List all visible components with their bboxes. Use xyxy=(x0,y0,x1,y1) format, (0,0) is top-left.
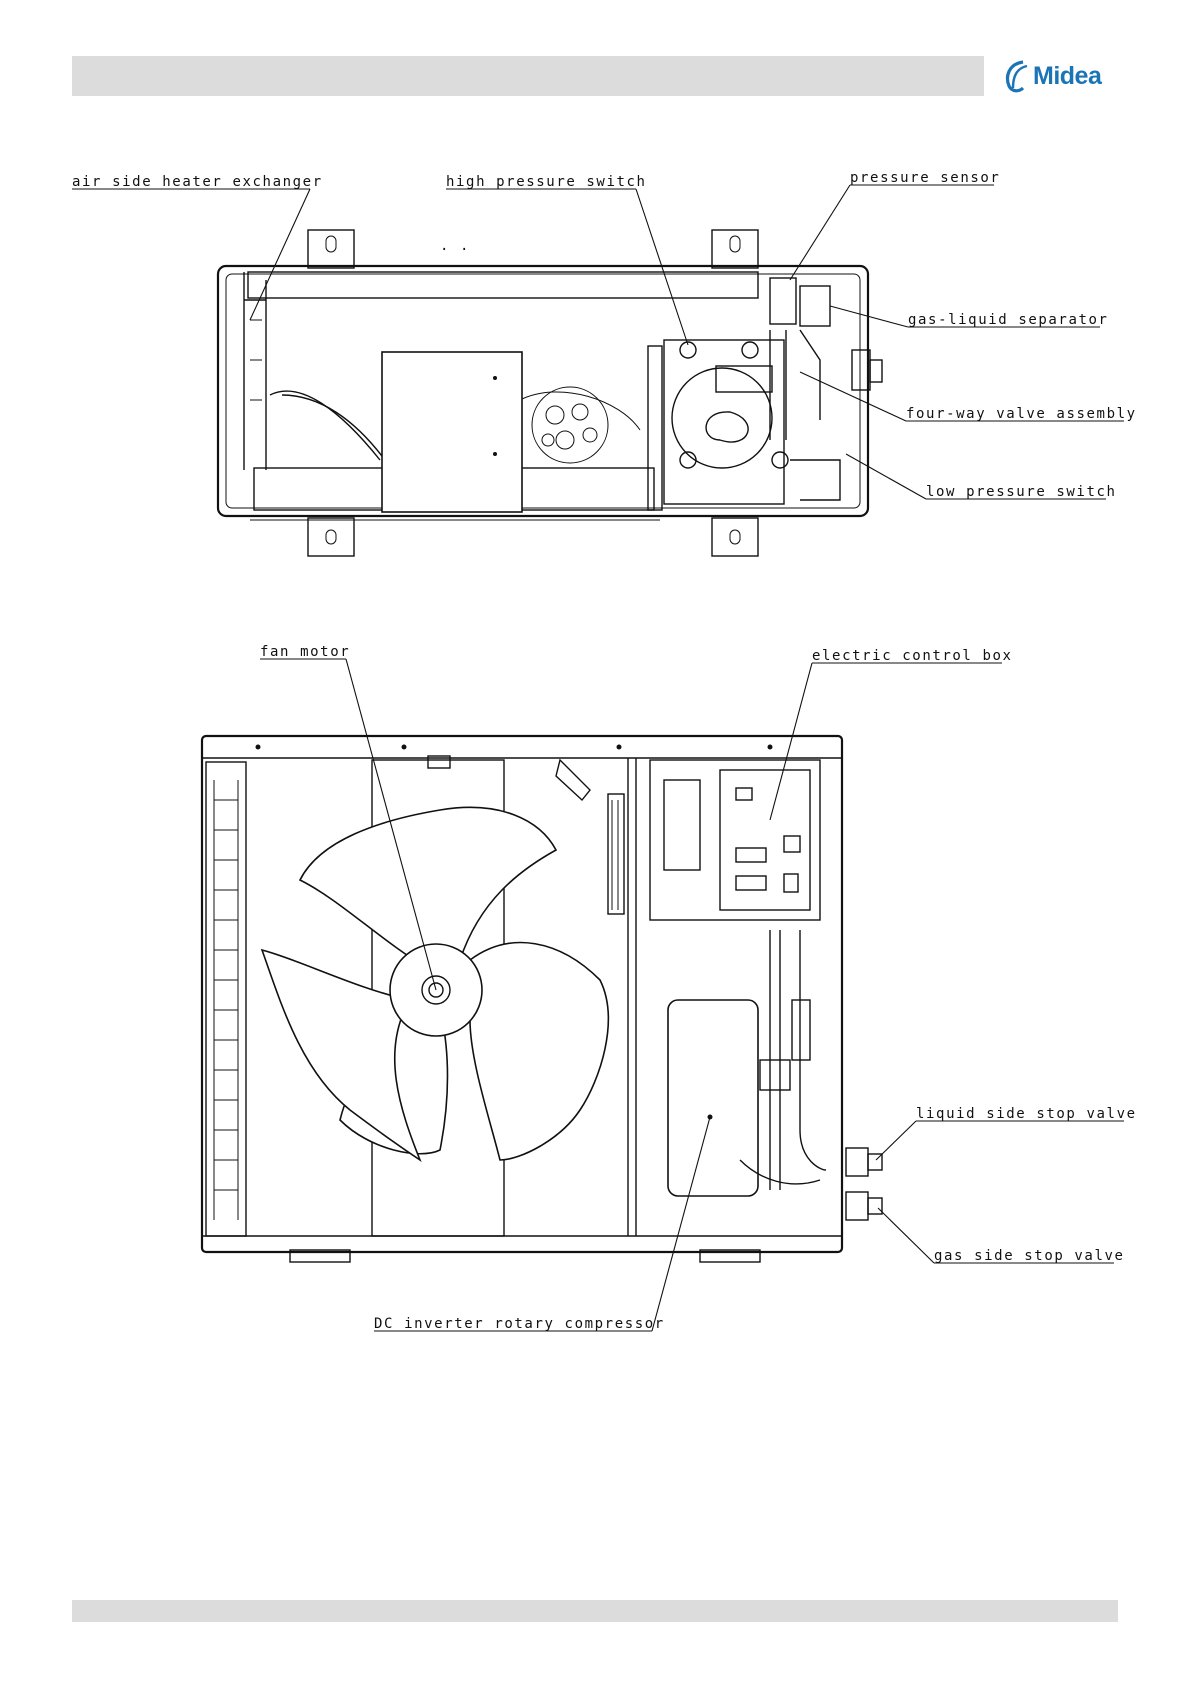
label-liquid-side-stop-valve: liquid side stop valve xyxy=(916,1106,1137,1122)
label-fan-motor: fan motor xyxy=(260,644,350,660)
label-low-pressure-switch: low pressure switch xyxy=(926,484,1117,500)
label-air-side-heat-exchanger: air side heater exchanger xyxy=(72,174,323,190)
callout-four-way-valve-assembly: four-way valve assembly xyxy=(800,372,1137,422)
top-view-drawing: . . xyxy=(218,230,882,556)
fan-hub xyxy=(532,387,608,463)
label-gas-side-stop-valve: gas side stop valve xyxy=(934,1248,1125,1264)
callout-electric-control-box: electric control box xyxy=(770,648,1013,820)
top-control-box xyxy=(382,352,522,512)
electric-control-box xyxy=(650,760,820,920)
label-high-pressure-switch: high pressure switch xyxy=(446,174,647,190)
label-four-way-valve-assembly: four-way valve assembly xyxy=(906,406,1137,422)
svg-text:. .: . . xyxy=(440,238,470,254)
front-view-drawing xyxy=(202,736,882,1262)
mounting-foot xyxy=(308,230,758,556)
front-heat-exchanger xyxy=(206,762,246,1236)
label-electric-control-box: electric control box xyxy=(812,648,1013,664)
label-dc-inverter-rotary-compressor: DC inverter rotary compressor xyxy=(374,1316,665,1332)
callout-high-pressure-switch: high pressure switch xyxy=(446,174,688,345)
callout-liquid-side-stop-valve: liquid side stop valve xyxy=(876,1106,1137,1160)
callout-low-pressure-switch: low pressure switch xyxy=(846,454,1117,500)
callout-gas-liquid-separator: gas-liquid separator xyxy=(830,306,1109,328)
casing-screws xyxy=(256,745,773,750)
fan-blade-outline xyxy=(270,391,380,460)
callout-pressure-sensor: pressure sensor xyxy=(790,170,1000,280)
top-compressor xyxy=(672,368,772,468)
footer-bar xyxy=(72,1600,1118,1622)
heat-exchanger-coil xyxy=(244,272,266,470)
label-pressure-sensor: pressure sensor xyxy=(850,170,1000,186)
label-gas-liquid-separator: gas-liquid separator xyxy=(908,312,1109,328)
front-compressor xyxy=(668,1000,758,1196)
callout-gas-side-stop-valve: gas side stop valve xyxy=(878,1208,1125,1264)
pcb-board xyxy=(720,770,810,910)
